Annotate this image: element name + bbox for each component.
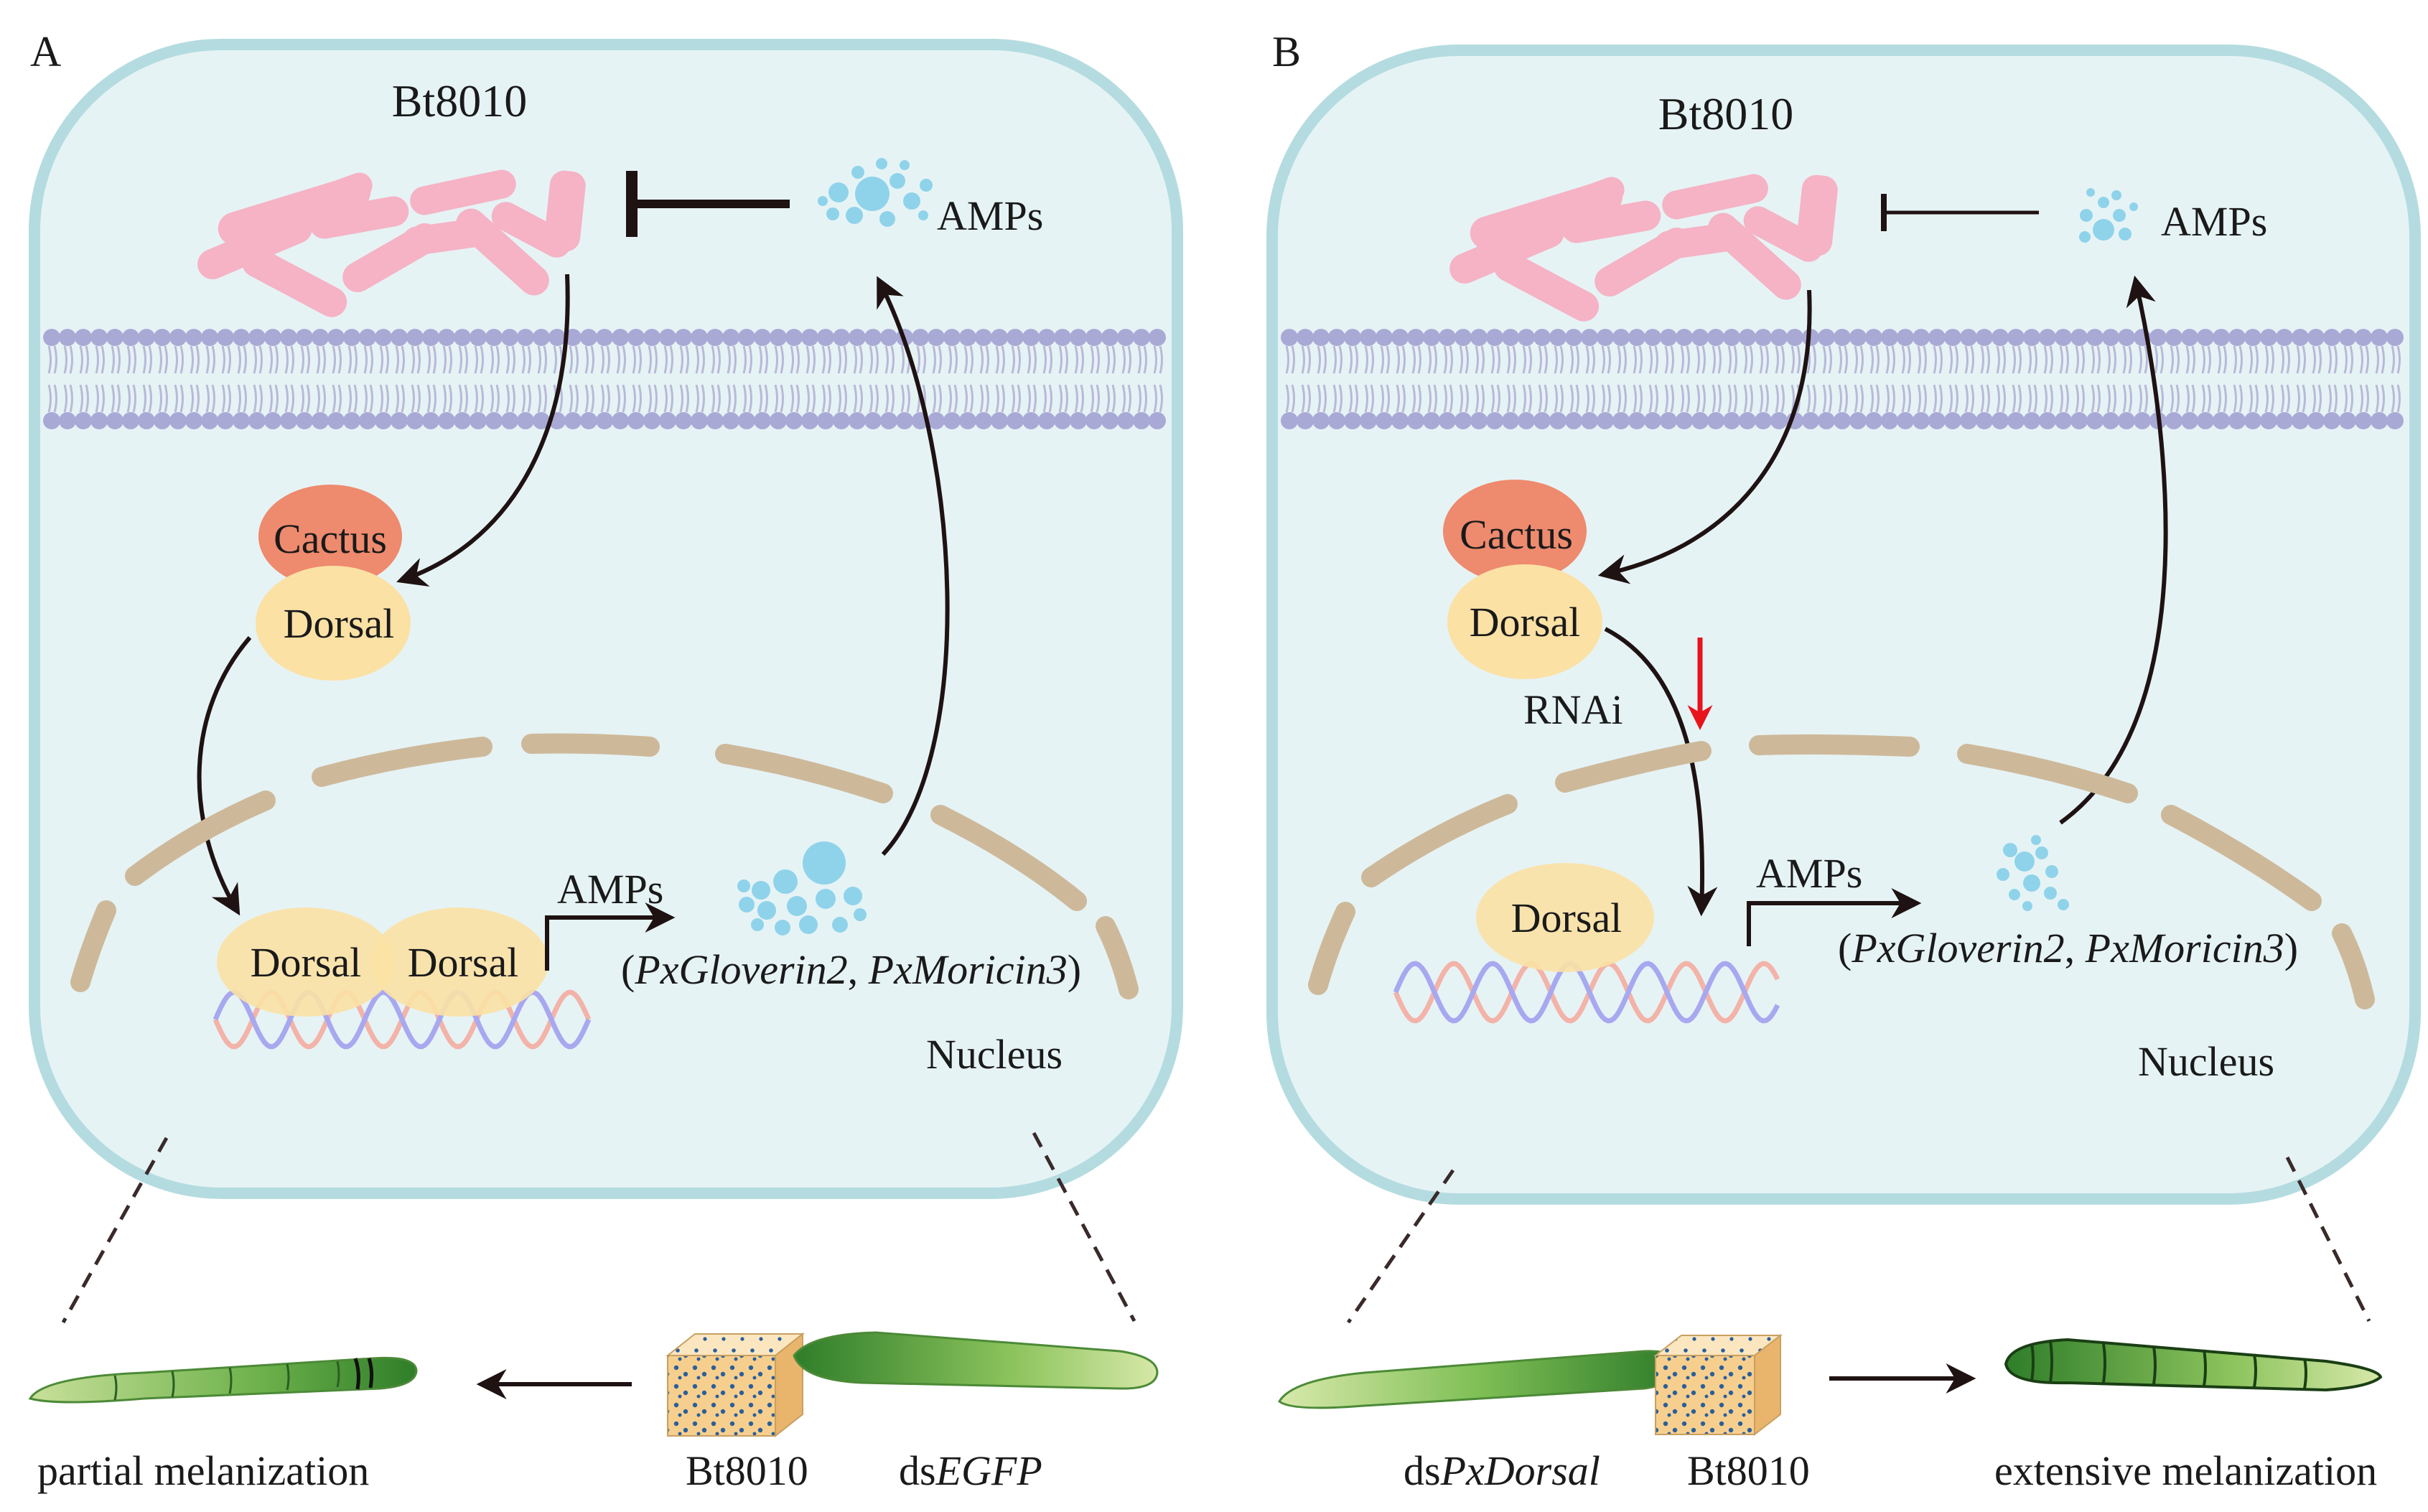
amp-cluster-top [2079,188,2138,243]
larva-dspxdorsal [1278,1350,1680,1409]
larva-dsegfp [793,1331,1159,1390]
outcome-label: extensive melanization [1994,1447,2377,1494]
treatment-bt-label: Bt8010 [1687,1447,1810,1494]
cell-membrane [43,329,1169,429]
zoom-line-left [1346,1169,1455,1324]
panel-b: B Bt8010 AMP [1266,28,2421,1494]
dorsal-label: Dorsal [284,600,395,647]
panel-label: A [30,28,61,75]
amp-secretion-arrow [2059,275,2168,825]
gene-names: (PxGloverin2, PxMoricin3) [621,946,1081,993]
outcome-label: partial melanization [37,1447,369,1494]
dorsal-nuclear-label-2: Dorsal [408,939,519,986]
signal-arrow-bacteria-to-cactus [1597,289,1812,584]
signal-arrow-bacteria-to-cactus [396,274,570,587]
bacteria-cluster [197,169,586,317]
treatment-ds-label: dsEGFP [899,1447,1042,1494]
amps-label-top: AMPs [2161,198,2267,245]
cell-membrane [1281,329,2406,429]
amp-cluster-nucleus [737,841,867,935]
nucleus-label: Nucleus [926,1031,1063,1078]
bt-agar-block [1653,1333,1783,1437]
panel-a: A Bt8010 [28,28,1183,1494]
dna-helix [1393,961,1780,1024]
bt-agar-block [666,1332,805,1438]
nuclear-envelope [70,733,1139,999]
zoom-line-left [61,1137,169,1324]
amps-label-top: AMPs [937,192,1043,239]
amp-cluster-nucleus [1997,835,2069,911]
transcription-arrow [545,902,676,971]
dorsal-nuclear [1476,863,1654,972]
dorsal-protein [1447,564,1602,679]
dorsal-nuclear-label: Dorsal [1511,895,1622,941]
treatment-ds-label: dsPxDorsal [1404,1447,1600,1494]
cactus-protein [258,485,402,588]
amp-cluster-top [818,158,933,227]
dorsal-translocation-arrow [197,636,252,916]
cactus-protein [1443,480,1587,583]
bacteria-label: Bt8010 [392,75,527,126]
amps-gene-label: AMPs [1756,850,1862,897]
transcription-arrow [1747,888,1922,946]
rnai-label: RNAi [1523,686,1623,733]
nucleus-label: Nucleus [2138,1038,2274,1085]
bacteria-cluster [1449,174,1838,322]
cactus-label: Cactus [274,515,387,562]
amps-gene-label: AMPs [557,866,663,913]
larva-extensive-melanization [2004,1338,2383,1392]
dorsal-dimer-2 [370,907,548,1017]
dorsal-label: Dorsal [1470,599,1581,645]
dorsal-protein [256,566,411,681]
gene-names: (PxGloverin2, PxMoricin3) [1838,925,2298,971]
zoom-line-right [2285,1156,2371,1322]
bacteria-label: Bt8010 [1658,88,1793,139]
cactus-label: Cactus [1460,511,1573,558]
amp-secretion-arrow [877,276,950,857]
dorsal-dimer-1 [217,907,395,1017]
larva-partial-melanization [28,1356,418,1404]
zoom-line-right [1032,1131,1136,1322]
treatment-bt-label: Bt8010 [686,1447,808,1494]
nuclear-envelope [1308,734,2375,1009]
dorsal-nuclear-label-1: Dorsal [251,939,362,986]
panel-label: B [1272,28,1301,75]
